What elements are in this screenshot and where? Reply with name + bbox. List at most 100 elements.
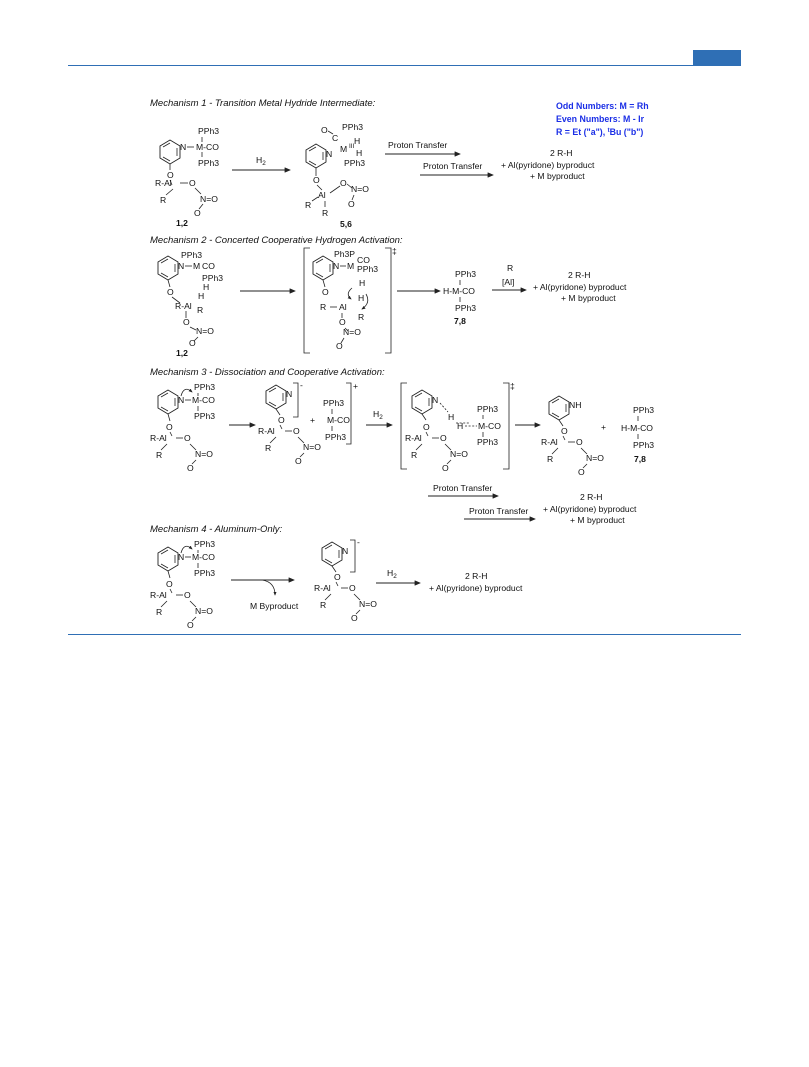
transition-state-m3: ‡ N H H M-CO PPh3 PPh3 O R-Al O R N=O O: [400, 381, 515, 473]
svg-text:PPh3: PPh3: [198, 158, 219, 168]
transition-state-m2: ‡ N M Ph3P CO PPh3 H H O R Al R O N=O O: [303, 246, 397, 354]
svg-text:M: M: [193, 261, 200, 271]
plus-m3: +: [310, 415, 315, 425]
svg-text:-: -: [357, 537, 360, 547]
svg-text:PPh3: PPh3: [357, 264, 378, 274]
svg-text:N: N: [342, 546, 348, 556]
svg-text:H: H: [354, 136, 360, 146]
svg-text:‡: ‡: [510, 381, 515, 391]
svg-text:2 R-H: 2 R-H: [550, 148, 572, 158]
svg-text:R: R: [305, 200, 311, 210]
svg-text:M: M: [340, 144, 347, 154]
svg-text:O: O: [184, 590, 191, 600]
svg-text:N=O: N=O: [359, 599, 377, 609]
pyridonate-anion-m3: - N O R-Al O R N=O O: [258, 380, 321, 466]
arrow-proton-transfer-label-m3a: Proton Transfer: [433, 483, 492, 493]
svg-text:R: R: [160, 195, 166, 205]
svg-text:M-CO: M-CO: [192, 552, 215, 562]
svg-text:O: O: [187, 620, 194, 630]
svg-text:N: N: [178, 261, 184, 271]
mechanism-1-title: Mechanism 1 - Transition Metal Hydride I…: [150, 98, 376, 109]
header-tab: [693, 50, 741, 66]
svg-text:O: O: [293, 426, 300, 436]
products-m1: 2 R-H + Al(pyridone) byproduct + M bypro…: [501, 148, 595, 181]
svg-text:PPh3: PPh3: [194, 411, 215, 421]
svg-text:+ Al(pyridone) byproduct: + Al(pyridone) byproduct: [543, 504, 637, 514]
svg-text:O: O: [340, 178, 347, 188]
compound-1-2-m3: N M-CO PPh3 PPh3 O R-Al O R N=O O: [150, 382, 215, 473]
svg-text:+ M byproduct: + M byproduct: [530, 171, 585, 181]
arrow-proton-transfer-label-m1a: Proton Transfer: [388, 140, 447, 150]
products-m3: 2 R-H + Al(pyridone) byproduct + M bypro…: [543, 492, 637, 525]
svg-text:+ M byproduct: + M byproduct: [570, 515, 625, 525]
svg-text:PPh3: PPh3: [455, 303, 476, 313]
pyridonate-anion-m4: - N O R-Al O R N=O O: [314, 537, 377, 623]
svg-text:R: R: [197, 305, 203, 315]
svg-text:H: H: [198, 291, 204, 301]
svg-text:N=O: N=O: [303, 442, 321, 452]
svg-text:O: O: [440, 433, 447, 443]
svg-text:R-Al: R-Al: [150, 433, 167, 443]
svg-text:N: N: [286, 389, 292, 399]
svg-text:PPh3: PPh3: [342, 122, 363, 132]
svg-text:O: O: [322, 287, 329, 297]
compound-1-2-m4: N M-CO PPh3 PPh3 O R-Al O R N=O O: [150, 539, 215, 630]
svg-text:N=O: N=O: [196, 326, 214, 336]
metal-cation-m3: + PPh3 M-CO PPh3: [323, 381, 358, 445]
svg-text:O: O: [166, 579, 173, 589]
svg-text:R: R: [358, 312, 364, 322]
svg-text:O: O: [184, 433, 191, 443]
svg-text:N: N: [333, 261, 339, 271]
svg-text:NH: NH: [569, 400, 581, 410]
svg-text:O: O: [423, 422, 430, 432]
footer-rule: [68, 634, 741, 635]
svg-text:R: R: [320, 600, 326, 610]
svg-text:PPh3: PPh3: [344, 158, 365, 168]
svg-text:+ Al(pyridone) byproduct: + Al(pyridone) byproduct: [501, 160, 595, 170]
svg-text:III: III: [349, 143, 355, 150]
svg-text:R: R: [320, 302, 326, 312]
svg-text:R-Al: R-Al: [150, 590, 167, 600]
svg-text:2 R-H: 2 R-H: [465, 571, 487, 581]
svg-text:N: N: [178, 552, 184, 562]
svg-text:PPh3: PPh3: [194, 539, 215, 549]
svg-text:O: O: [183, 317, 190, 327]
svg-text:PPh3: PPh3: [325, 432, 346, 442]
svg-text:H-M-CO: H-M-CO: [443, 286, 475, 296]
svg-text:N=O: N=O: [343, 327, 361, 337]
svg-text:O: O: [189, 338, 196, 348]
svg-text:O: O: [194, 208, 201, 218]
svg-text:PPh3: PPh3: [194, 568, 215, 578]
svg-text:CO: CO: [202, 261, 215, 271]
svg-text:N=O: N=O: [450, 449, 468, 459]
svg-text:7,8: 7,8: [454, 316, 466, 326]
svg-text:PPh3: PPh3: [181, 250, 202, 260]
svg-text:PPh3: PPh3: [477, 437, 498, 447]
svg-text:C: C: [332, 133, 338, 143]
mechanism-2-title: Mechanism 2 - Concerted Cooperative Hydr…: [150, 235, 403, 246]
svg-text:R-Al: R-Al: [405, 433, 422, 443]
svg-text:N=O: N=O: [351, 184, 369, 194]
svg-text:R-Al: R-Al: [258, 426, 275, 436]
svg-text:PPh3: PPh3: [633, 405, 654, 415]
svg-text:+ Al(pyridone) byproduct: + Al(pyridone) byproduct: [429, 583, 523, 593]
svg-text:O: O: [167, 287, 174, 297]
svg-text:‡: ‡: [392, 246, 397, 256]
svg-text:PPh3: PPh3: [198, 126, 219, 136]
products-m4: 2 R-H + Al(pyridone) byproduct: [429, 571, 523, 593]
arrow-h2-label-m1: H2: [256, 155, 266, 167]
svg-text:N=O: N=O: [195, 606, 213, 616]
mechanism-4-title: Mechanism 4 - Aluminum-Only:: [150, 524, 283, 535]
svg-text:M-CO: M-CO: [192, 395, 215, 405]
m-byproduct-label-m4: M Byproduct: [250, 601, 299, 611]
compound-7-8-m3: PPh3 H-M-CO PPh3 7,8: [621, 405, 654, 464]
svg-text:O: O: [348, 199, 355, 209]
svg-text:O: O: [561, 426, 568, 436]
mechanism-3-title: Mechanism 3 - Dissociation and Cooperati…: [150, 367, 385, 378]
svg-text:Al: Al: [339, 302, 347, 312]
svg-text:R: R: [411, 450, 417, 460]
svg-text:N=O: N=O: [200, 194, 218, 204]
svg-text:O: O: [339, 317, 346, 327]
svg-text:PPh3: PPh3: [202, 273, 223, 283]
